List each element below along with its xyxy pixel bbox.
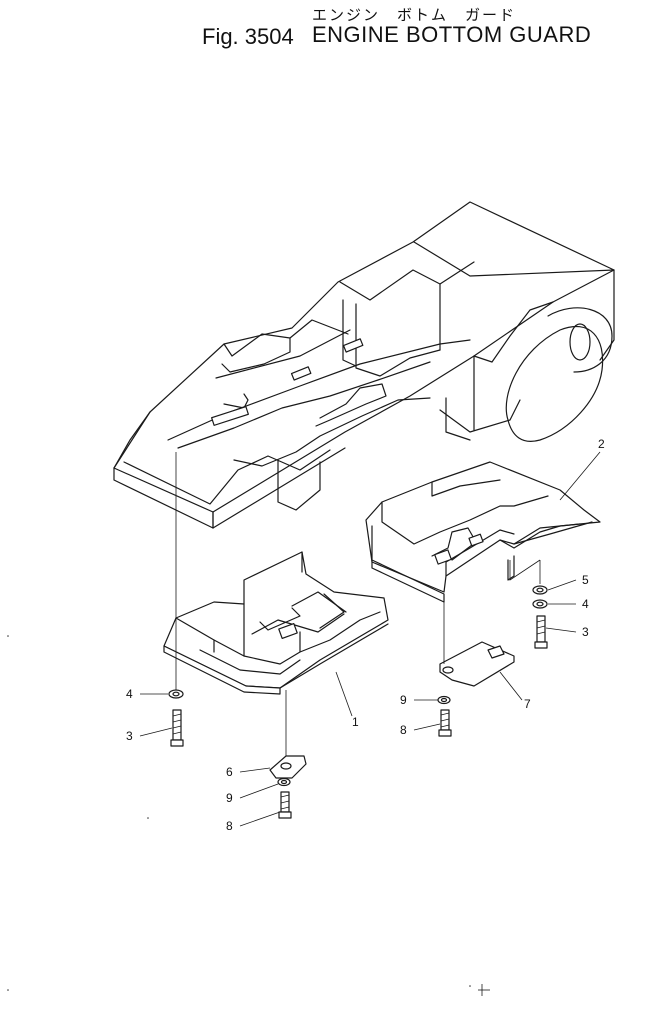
callout-1: 1 <box>352 715 359 729</box>
washer-9-right <box>437 695 451 705</box>
washer-4-left <box>168 689 184 699</box>
callout-8-left: 8 <box>226 819 233 833</box>
callout-2: 2 <box>598 437 605 451</box>
bolt-8-left <box>278 791 292 819</box>
cover-plate-7 <box>439 641 515 687</box>
callout-3-right: 3 <box>582 625 589 639</box>
bottom-guard-rear <box>365 461 601 603</box>
callout-9-right: 9 <box>400 693 407 707</box>
callout-numbers: 1 2 3 4 5 4 3 6 7 9 8 9 8 <box>126 437 605 833</box>
bottom-guard-front <box>163 551 389 695</box>
cover-plate-6 <box>269 755 307 779</box>
washer-9-left <box>277 777 291 787</box>
bolt-3-left <box>170 709 184 747</box>
bolt-3-right <box>534 615 548 649</box>
assembly-lines <box>175 452 541 756</box>
callout-4-right: 4 <box>582 597 589 611</box>
callout-4-left: 4 <box>126 687 133 701</box>
figure-title: ENGINE BOTTOM GUARD <box>312 22 592 47</box>
washer-4-right <box>532 599 548 609</box>
figure-number: Fig. 3504 <box>202 24 294 49</box>
scan-specks <box>7 635 490 996</box>
callout-9-left: 9 <box>226 791 233 805</box>
washer-5-right <box>532 585 548 595</box>
bolt-8-right <box>438 709 452 737</box>
leader-lines <box>139 451 601 827</box>
callout-3-left: 3 <box>126 729 133 743</box>
callout-6: 6 <box>226 765 233 779</box>
main-frame <box>113 201 615 529</box>
callout-5: 5 <box>582 573 589 587</box>
callout-7: 7 <box>524 697 531 711</box>
title-japanese: エンジン ボトム ガード <box>312 6 517 24</box>
callout-8-right: 8 <box>400 723 407 737</box>
